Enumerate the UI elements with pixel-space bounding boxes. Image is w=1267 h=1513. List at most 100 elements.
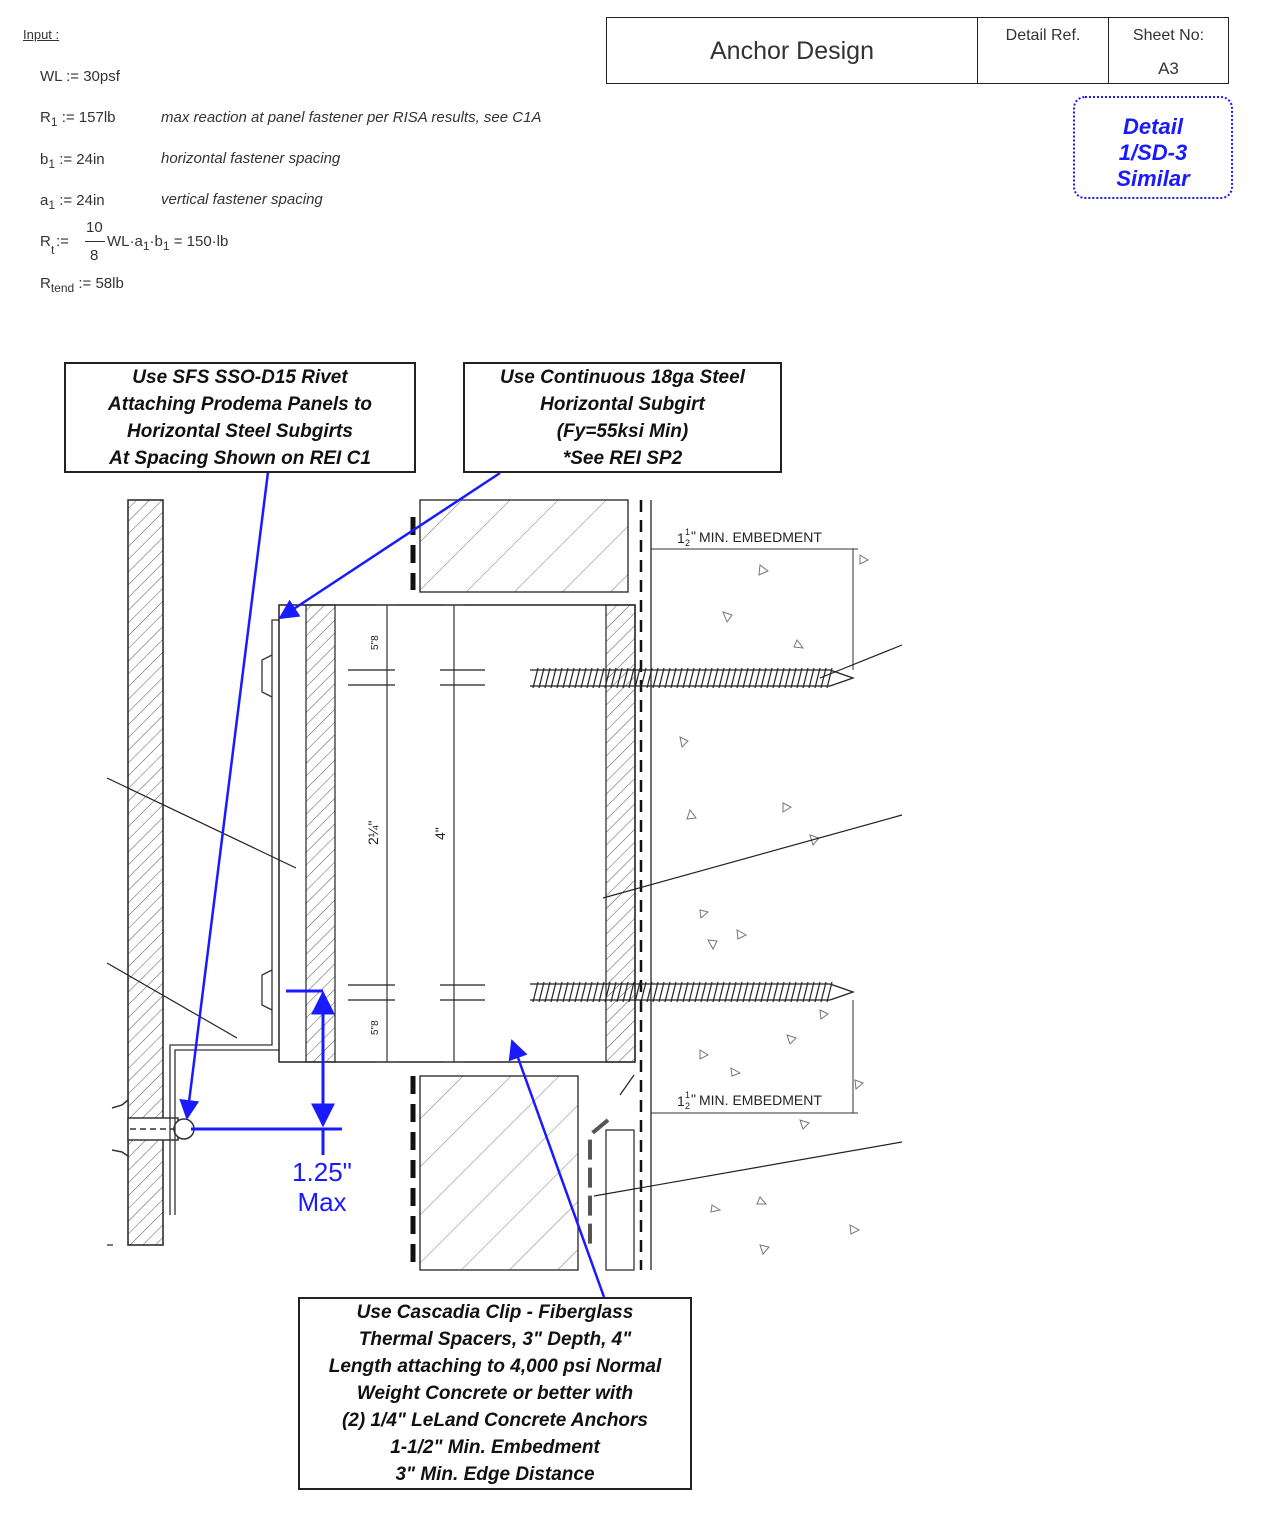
rivet-callout: Use SFS SSO-D15 Rivet Attaching Prodema … — [64, 362, 416, 473]
anchor-thread-mark — [646, 981, 653, 1003]
anchor-thread-mark — [736, 981, 743, 1003]
anchor-thread-mark — [532, 981, 539, 1003]
panel-clip-bottom — [261, 969, 273, 1011]
anchor-thread-mark — [802, 667, 809, 689]
anchor-thread-mark — [562, 667, 569, 689]
anchor-thread-mark — [736, 667, 743, 689]
clip-callout-line7: 3" Min. Edge Distance — [395, 1464, 595, 1485]
anchor-thread-mark — [706, 667, 713, 689]
b1-equation: b1 := 24in — [40, 151, 105, 171]
title-cell: Anchor Design — [606, 17, 978, 84]
anchor-thread-mark — [718, 981, 725, 1003]
rtend-equation: Rtend := 58lb — [40, 275, 124, 295]
rivet-callout-line4: At Spacing Shown on REI C1 — [109, 448, 371, 469]
anchor-thread-mark — [544, 981, 551, 1003]
anchor-thread-mark — [772, 667, 779, 689]
r1-rhs: := 157lb — [57, 109, 116, 126]
anchor-thread-mark — [808, 981, 815, 1003]
anchor-thread-mark — [652, 667, 659, 689]
detail-tag-line3: Similar — [1116, 166, 1190, 191]
anchor-thread-mark — [682, 667, 689, 689]
anchor-thread-mark — [556, 981, 563, 1003]
anchor-thread-mark — [700, 667, 707, 689]
anchor-thread-mark — [772, 981, 779, 1003]
rt-rhs: WL·a1·b1 = 150·lb — [107, 233, 228, 253]
r1-note: max reaction at panel fastener per RISA … — [161, 109, 542, 126]
clip-callout-line2: Thermal Spacers, 3" Depth, 4" — [358, 1329, 632, 1350]
rtend-rhs: := 58lb — [74, 275, 124, 292]
anchor-thread-mark — [586, 667, 593, 689]
rt-assign: := — [56, 233, 69, 250]
wl-equation: WL := 30psf — [40, 68, 120, 85]
anchor-thread-mark — [820, 667, 827, 689]
anchor-thread-mark — [538, 667, 545, 689]
anchor-thread-mark — [766, 981, 773, 1003]
anchor-thread-mark — [820, 981, 827, 1003]
clip-callout-line4: Weight Concrete or better with — [356, 1383, 634, 1404]
rt-lhs: R — [40, 233, 51, 250]
anchor-thread-mark — [826, 667, 833, 689]
detail-tag-line1: Detail — [1123, 114, 1183, 139]
anchor-thread-mark — [562, 981, 569, 1003]
rt-rhs-2: ·b — [149, 233, 163, 250]
anchor-thread-mark — [790, 981, 797, 1003]
anchor-thread-mark — [616, 981, 623, 1003]
anchor-thread-mark — [592, 667, 599, 689]
anchor-thread-mark — [664, 667, 671, 689]
anchor-thread-mark — [592, 981, 599, 1003]
thermal-spacer-clip — [278, 604, 636, 1063]
anchor-thread-mark — [826, 981, 833, 1003]
anchor-thread-mark — [550, 667, 557, 689]
anchor-thread-mark — [814, 981, 821, 1003]
rivet-callout-line1: Use SFS SSO-D15 Rivet — [132, 367, 348, 388]
rtend-lhs: R — [40, 275, 51, 292]
anchor-thread-mark — [766, 667, 773, 689]
anchor-thread-mark — [574, 981, 581, 1003]
embed-label-top-whole: 1 — [677, 530, 685, 546]
anchor-thread-mark — [556, 667, 563, 689]
anchor-thread-mark — [586, 981, 593, 1003]
anchor-thread-mark — [748, 981, 755, 1003]
anchor-thread-mark — [802, 981, 809, 1003]
anchor-thread-mark — [796, 667, 803, 689]
rivet-callout-line3: Horizontal Steel Subgirts — [127, 421, 353, 442]
anchor-thread-mark — [790, 667, 797, 689]
anchor-thread-mark — [568, 981, 575, 1003]
concrete-aggregate — [679, 554, 870, 1255]
anchor-thread-mark — [568, 667, 575, 689]
a1-rhs: := 24in — [55, 192, 105, 209]
anchor-thread-mark — [604, 981, 611, 1003]
anchor-thread-mark — [640, 981, 647, 1003]
a1-sub: 1 — [48, 198, 56, 212]
embed-label-top-inch: " — [691, 528, 696, 544]
anchor-thread-mark — [670, 667, 677, 689]
anchor-thread-mark — [640, 667, 647, 689]
b1-rhs: := 24in — [55, 151, 105, 168]
anchor-thread-mark — [730, 981, 737, 1003]
anchor-thread-mark — [718, 667, 725, 689]
anchor-thread-mark — [658, 667, 665, 689]
clip-callout-line1: Use Cascadia Clip - Fiberglass — [356, 1302, 634, 1323]
r1-sub: 1 — [50, 115, 58, 129]
anchor-thread-mark — [658, 981, 665, 1003]
embed-label-bot-whole: 1 — [677, 1093, 685, 1109]
callout-arrows — [179, 471, 606, 1298]
detail-reference-tag: Detail 1/SD-3 Similar — [1073, 96, 1233, 199]
clip-callout-line6: 1-1/2" Min. Embedment — [390, 1437, 600, 1458]
rtend-sub: tend — [50, 281, 75, 295]
anchor-thread-mark — [784, 981, 791, 1003]
dim-five-eighths-bottom: 5"8 — [370, 1020, 381, 1035]
anchor-thread-mark — [694, 667, 701, 689]
detail-tag-line2: 1/SD-3 — [1118, 140, 1188, 165]
detail-ref-label: Detail Ref. — [1005, 27, 1081, 44]
anchor-thread-mark — [760, 981, 767, 1003]
anchor-thread-mark — [580, 667, 587, 689]
rt-sub: t — [51, 243, 55, 257]
anchor-thread-mark — [742, 981, 749, 1003]
anchor-thread-mark — [730, 667, 737, 689]
rt-rhs-sub1: 1 — [142, 239, 150, 253]
embed-label-top: MIN. EMBEDMENT — [699, 529, 822, 545]
panel-clip-top — [261, 654, 273, 698]
anchor-thread-mark — [670, 981, 677, 1003]
anchor-thread-mark — [712, 667, 719, 689]
